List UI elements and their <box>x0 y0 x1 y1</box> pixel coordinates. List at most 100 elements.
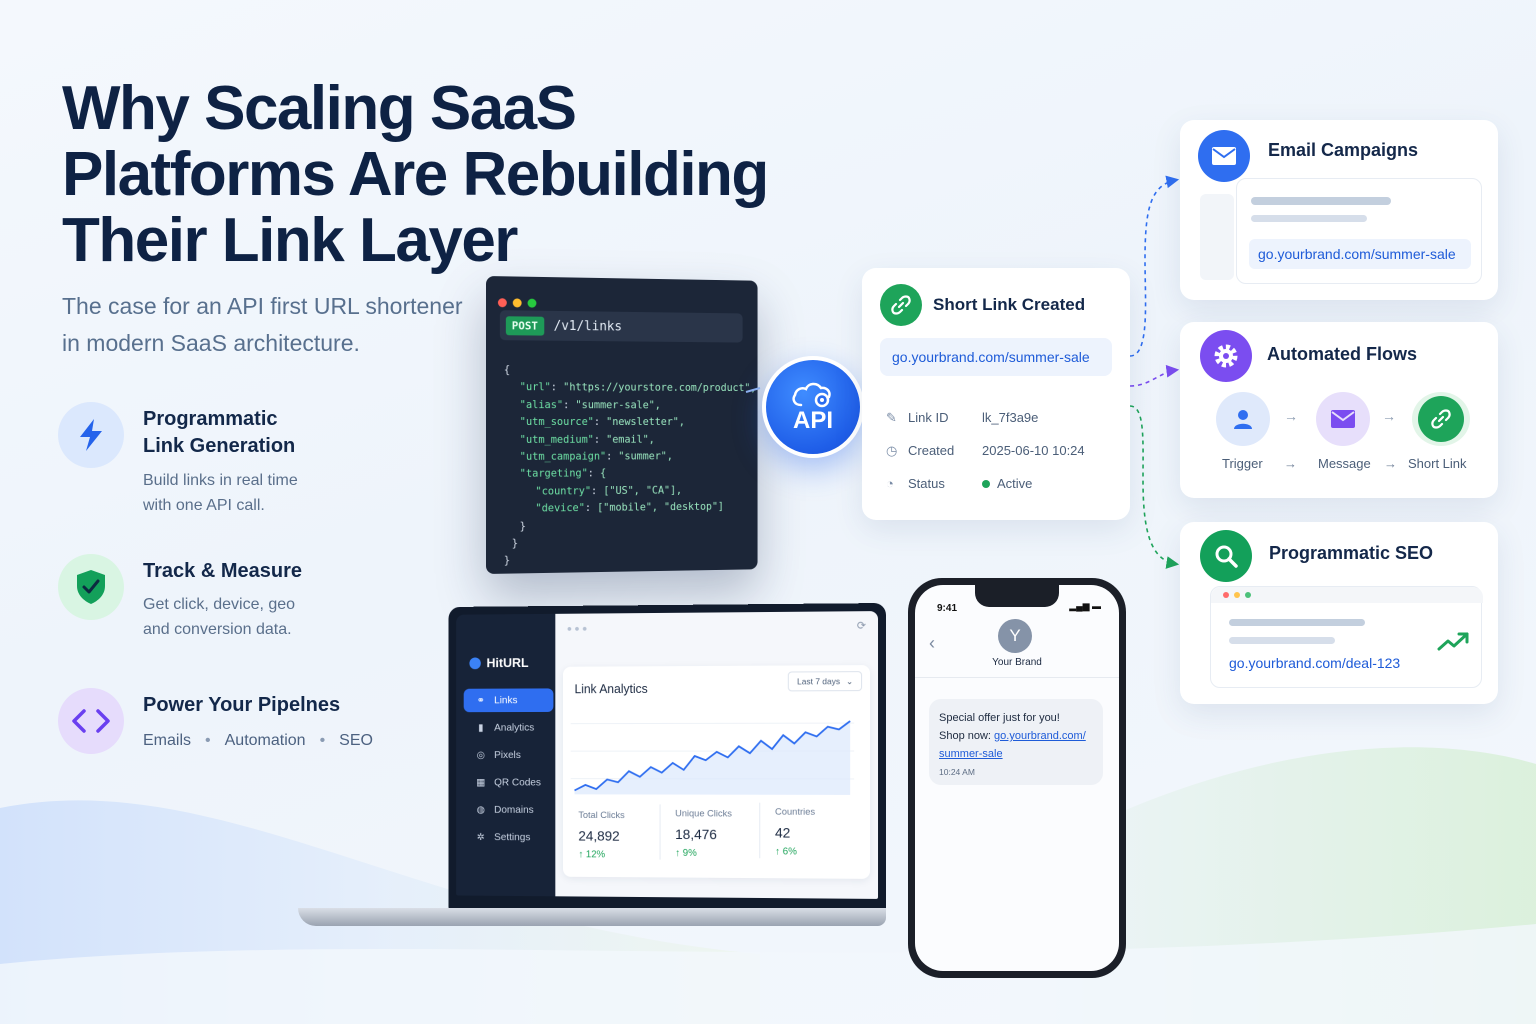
phone: 9:41 ▂▄▆ ▬ ‹ Y Your Brand Special offer … <box>908 578 1126 978</box>
status-icon: ◔ <box>886 476 894 491</box>
date-range-select[interactable]: Last 7 days⌄ <box>788 671 863 692</box>
created-row: ◷ Created 2025-06-10 10:24 <box>886 442 1085 459</box>
seo-page-preview: go.yourbrand.com/deal-123 <box>1210 586 1483 688</box>
dashboard-sidebar: HitURL ⚭Links ▮Analytics ◎Pixels ▦QR Cod… <box>456 613 563 897</box>
lightning-icon <box>58 402 124 468</box>
dashboard-main: ● ● ● ⟳ Link Analytics Last 7 days⌄ Tota… <box>555 611 879 899</box>
brand-logo: HitURL <box>469 655 529 670</box>
contact-name: Your Brand <box>992 657 1042 668</box>
stat-unique-clicks-value: 18,476 <box>675 826 717 843</box>
flow-arrow-1: → <box>1284 408 1298 424</box>
shield-check-icon <box>58 554 124 620</box>
clock-icon: ◷ <box>886 442 898 458</box>
nav-domains[interactable]: ◍Domains <box>476 803 534 816</box>
nav-pixels[interactable]: ◎Pixels <box>476 749 521 761</box>
status-time: 9:41 <box>937 603 958 614</box>
settings-icon: ✲ <box>476 831 485 843</box>
pixel-icon: ◎ <box>476 749 485 761</box>
subtitle-line-2: in modern SaaS architecture. <box>62 330 360 356</box>
pipeline-list: Emails • Automation • SEO <box>143 732 373 749</box>
analytics-panel: Link Analytics Last 7 days⌄ Total Clicks… <box>563 665 871 879</box>
stat-countries-label: Countries <box>774 806 816 818</box>
flow-arrow-4: → <box>1384 456 1397 471</box>
search-icon <box>1200 530 1252 582</box>
chevron-down-icon: ⌄ <box>846 675 854 686</box>
message-link[interactable]: go.yourbrand.com/ <box>994 730 1086 742</box>
message-prefix: Shop now: <box>939 730 995 742</box>
short-link-title: Short Link Created <box>933 295 1086 314</box>
code-icon <box>58 688 124 754</box>
flow-arrow-2: → <box>1382 408 1396 424</box>
message-link-cont[interactable]: summer-sale <box>939 748 1003 760</box>
feature-title-link-generation: Programmatic Link Generation <box>143 408 296 457</box>
phone-screen: 9:41 ▂▄▆ ▬ ‹ Y Your Brand Special offer … <box>915 585 1119 971</box>
stat-countries-change: ↑ 6% <box>774 846 797 858</box>
trend-up-icon <box>1437 632 1469 651</box>
step-trigger: Trigger <box>1222 456 1263 471</box>
laptop-base <box>298 908 886 926</box>
stat-unique-clicks-label: Unique Clicks <box>675 808 732 820</box>
email-link[interactable]: go.yourbrand.com/summer-sale <box>1258 246 1456 262</box>
link-icon <box>880 284 922 326</box>
stat-total-clicks-change: ↑ 12% <box>578 849 606 861</box>
short-link-url-box[interactable]: go.yourbrand.com/summer-sale <box>880 338 1112 376</box>
refresh-icon[interactable]: ⟳ <box>856 620 867 633</box>
message-icon <box>1316 392 1370 446</box>
seo-link[interactable]: go.yourbrand.com/deal-123 <box>1229 655 1401 671</box>
created-value: 2025-06-10 10:24 <box>982 443 1085 458</box>
nav-settings[interactable]: ✲Settings <box>476 831 531 844</box>
user-icon <box>1216 392 1270 446</box>
link-id-row: ✎ Link ID lk_7f3a9e <box>886 409 1039 426</box>
subtitle-line-1: The case for an API first URL shortener <box>62 293 463 319</box>
email-preview: go.yourbrand.com/summer-sale <box>1236 178 1482 284</box>
link-icon: ⚭ <box>476 695 485 706</box>
pipe-seo: SEO <box>339 732 373 749</box>
nav-links[interactable]: ⚭Links <box>463 688 554 713</box>
email-campaigns-card: Email Campaigns go.yourbrand.com/summer-… <box>1180 120 1498 300</box>
pencil-icon: ✎ <box>886 409 897 425</box>
qr-icon: ▦ <box>476 777 486 788</box>
message-time: 10:24 AM <box>939 767 975 777</box>
signal-battery-icon: ▂▄▆ ▬ <box>1069 601 1101 611</box>
cloud-gear-icon <box>792 382 831 408</box>
programmatic-seo-title: Programmatic SEO <box>1269 543 1434 563</box>
message-bubble: Special offer just for you! Shop now: go… <box>929 699 1103 785</box>
feature-title-track-measure: Track & Measure <box>143 560 302 582</box>
globe-icon: ◍ <box>476 804 485 816</box>
link-id-value: lk_7f3a9e <box>982 410 1039 425</box>
back-chevron-icon[interactable]: ‹ <box>929 633 935 653</box>
title-line-1: Why Scaling SaaS <box>62 74 577 143</box>
email-campaigns-title: Email Campaigns <box>1268 140 1419 160</box>
panel-title: Link Analytics <box>574 682 648 697</box>
stat-total-clicks-label: Total Clicks <box>578 810 625 822</box>
api-label: API <box>792 407 833 434</box>
gear-icon <box>1200 330 1252 382</box>
stat-total-clicks-value: 24,892 <box>578 827 620 844</box>
stat-countries-value: 42 <box>774 824 791 841</box>
programmatic-seo-card: Programmatic SEO go.yourbrand.com/deal-1… <box>1180 522 1498 704</box>
envelope-icon <box>1198 130 1250 182</box>
title-line-3: Their Link Layer <box>62 206 518 275</box>
window-dots: ● ● ● <box>566 623 588 634</box>
stat-unique-clicks-change: ↑ 9% <box>675 847 697 859</box>
short-link-url[interactable]: go.yourbrand.com/summer-sale <box>892 349 1090 365</box>
subtitle: The case for an API first URL shortener … <box>62 288 502 362</box>
pipe-automation: Automation <box>224 732 306 749</box>
feature-desc-track-measure: Get click, device, geo and conversion da… <box>143 596 296 638</box>
nav-analytics[interactable]: ▮Analytics <box>464 716 554 740</box>
nav-qr-codes[interactable]: ▦QR Codes <box>476 776 541 789</box>
automated-flows-card: Automated Flows → → Trigger → Message → … <box>1180 322 1498 498</box>
short-link-card: Short Link Created go.yourbrand.com/summ… <box>862 268 1130 520</box>
chart-area <box>574 721 851 795</box>
automated-flows-title: Automated Flows <box>1267 344 1418 364</box>
avatar: Y <box>998 619 1032 653</box>
feature-desc-link-generation: Build links in real time with one API ca… <box>143 472 298 514</box>
phone-notch <box>975 585 1059 607</box>
brand-icon <box>469 656 481 669</box>
feature-title-pipelines: Power Your Pipelnes <box>143 694 341 716</box>
status-value: Active <box>997 476 1033 491</box>
bar-chart-icon: ▮ <box>478 722 484 734</box>
short-link-icon <box>1412 392 1470 446</box>
flow-arrow-3: → <box>1284 456 1297 471</box>
message-line-1: Special offer just for you! <box>939 712 1060 724</box>
